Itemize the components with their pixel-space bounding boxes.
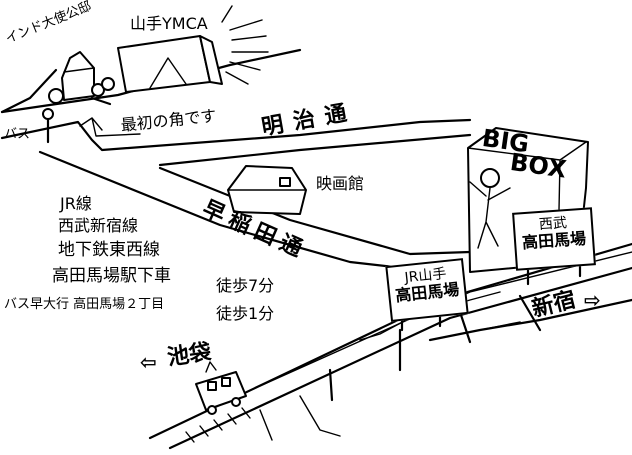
cinema-building xyxy=(227,165,307,215)
ymca-label: 山手YMCA xyxy=(130,14,208,33)
side-street-right-edge xyxy=(90,96,112,106)
waseda-dori-lower-edge xyxy=(158,166,472,256)
waseda-dori-upper-edge xyxy=(38,150,422,272)
bus-stop-sign xyxy=(42,108,54,120)
india-embassy-building xyxy=(48,51,115,104)
shinjuku-arrow-icon: ⇨ xyxy=(584,288,601,312)
seibu-station-sign: 西武 高田馬場 xyxy=(512,207,596,271)
route-arrow xyxy=(79,117,141,137)
cinema-label: 映画館 xyxy=(316,174,365,193)
access-line-jr: JR線 xyxy=(60,194,92,213)
access-line-seibu: 西武新宿線 xyxy=(58,216,139,235)
jr-station-sign: JR山手 高田馬場 xyxy=(385,258,469,322)
access-line-tozai: 地下鉄東西線 xyxy=(58,240,160,260)
seibu-sign-line2: 高田馬場 xyxy=(521,228,587,253)
ikebukuro-label: 池袋 xyxy=(165,339,213,371)
ymca-building xyxy=(117,5,269,93)
access-bus-route: バス早大行 高田馬場２丁目 xyxy=(4,297,165,312)
access-walk-1: 徒歩1分 xyxy=(216,304,275,323)
bus-label: バス xyxy=(4,127,31,142)
bigbox-label-line2: BOX xyxy=(508,148,569,184)
train xyxy=(195,361,247,415)
meiji-dori-lower-edge xyxy=(0,118,472,152)
access-station-exit: 高田馬場駅下車 xyxy=(52,266,171,286)
ikebukuro-arrow-icon: ⇦ xyxy=(140,350,157,374)
meiji-dori-far-edge xyxy=(158,133,472,167)
access-walk-7: 徒歩7分 xyxy=(216,276,275,295)
side-street-left-edge xyxy=(0,68,58,114)
